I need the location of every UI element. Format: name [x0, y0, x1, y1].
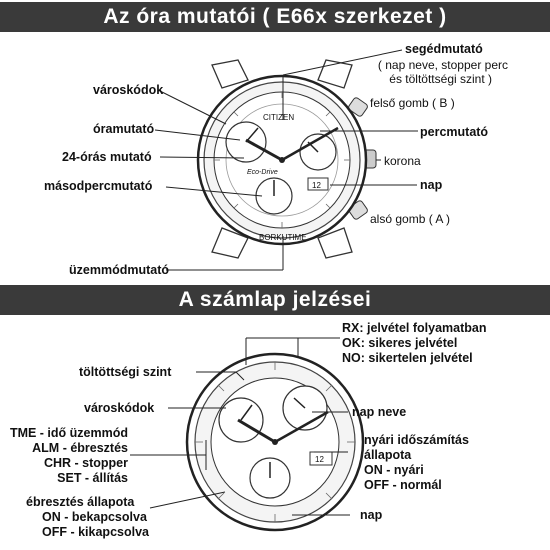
label-24h-hand: 24-órás mutató: [62, 150, 152, 164]
label-day: nap: [420, 178, 443, 192]
label-ok: OK: sikeres jelvétel: [342, 336, 458, 350]
label-set: SET - állítás: [57, 471, 128, 485]
label-hour-hand: óramutató: [93, 122, 155, 136]
label-dst-state: állapota: [364, 448, 412, 462]
label-crown: korona: [384, 154, 421, 168]
watch-illustration-top: [154, 49, 418, 271]
bezel-text: BORKUTIME: [259, 233, 307, 242]
watch-illustration-bottom: [130, 337, 365, 532]
section-title-hands: Az óra mutatói ( E66x szerkezet ): [0, 2, 550, 32]
label-day-name: nap neve: [352, 405, 407, 419]
label-charge-level: töltöttségi szint: [79, 365, 172, 379]
label-city-codes-2: városkódok: [84, 401, 155, 415]
label-sub-hand: segédmutató: [405, 42, 483, 56]
label-minute-hand: percmutató: [420, 125, 489, 139]
label-second-minute-hand: másodpercmutató: [44, 179, 153, 193]
label-dst-on: ON - nyári: [364, 463, 424, 477]
label-city-codes: városkódok: [93, 83, 164, 97]
label-chr: CHR - stopper: [43, 456, 128, 470]
label-alarm-title: ébresztés állapota: [26, 495, 135, 509]
label-dst-off: OFF - normál: [364, 478, 442, 492]
label-tme: TME - idő üzemmód: [9, 426, 128, 440]
label-sub-hand-desc1: ( nap neve, stopper perc: [377, 58, 508, 72]
date-window-1: 12: [312, 181, 321, 190]
date-window-2: 12: [315, 455, 324, 464]
label-upper-button: felső gomb ( B ): [370, 96, 455, 110]
label-mode-hand: üzemmódmutató: [69, 263, 169, 277]
label-dst-title: nyári időszámítás: [364, 433, 469, 447]
section-title-dial: A számlap jelzései: [0, 285, 550, 315]
label-no: NO: sikertelen jelvétel: [342, 351, 473, 365]
label-sub-hand-desc2: és töltöttségi szint ): [389, 72, 492, 86]
label-lower-button: alsó gomb ( A ): [370, 212, 451, 226]
brand-logo-text: CITIZEN: [263, 113, 295, 122]
label-alm: ALM - ébresztés: [32, 441, 128, 455]
label-alarm-on: ON - bekapcsolva: [42, 510, 147, 524]
label-rx: RX: jelvétel folyamatban: [342, 321, 487, 335]
eco-drive-text: Eco-Drive: [247, 169, 278, 176]
label-day-2: nap: [360, 508, 383, 522]
label-alarm-off: OFF - kikapcsolva: [42, 525, 149, 539]
